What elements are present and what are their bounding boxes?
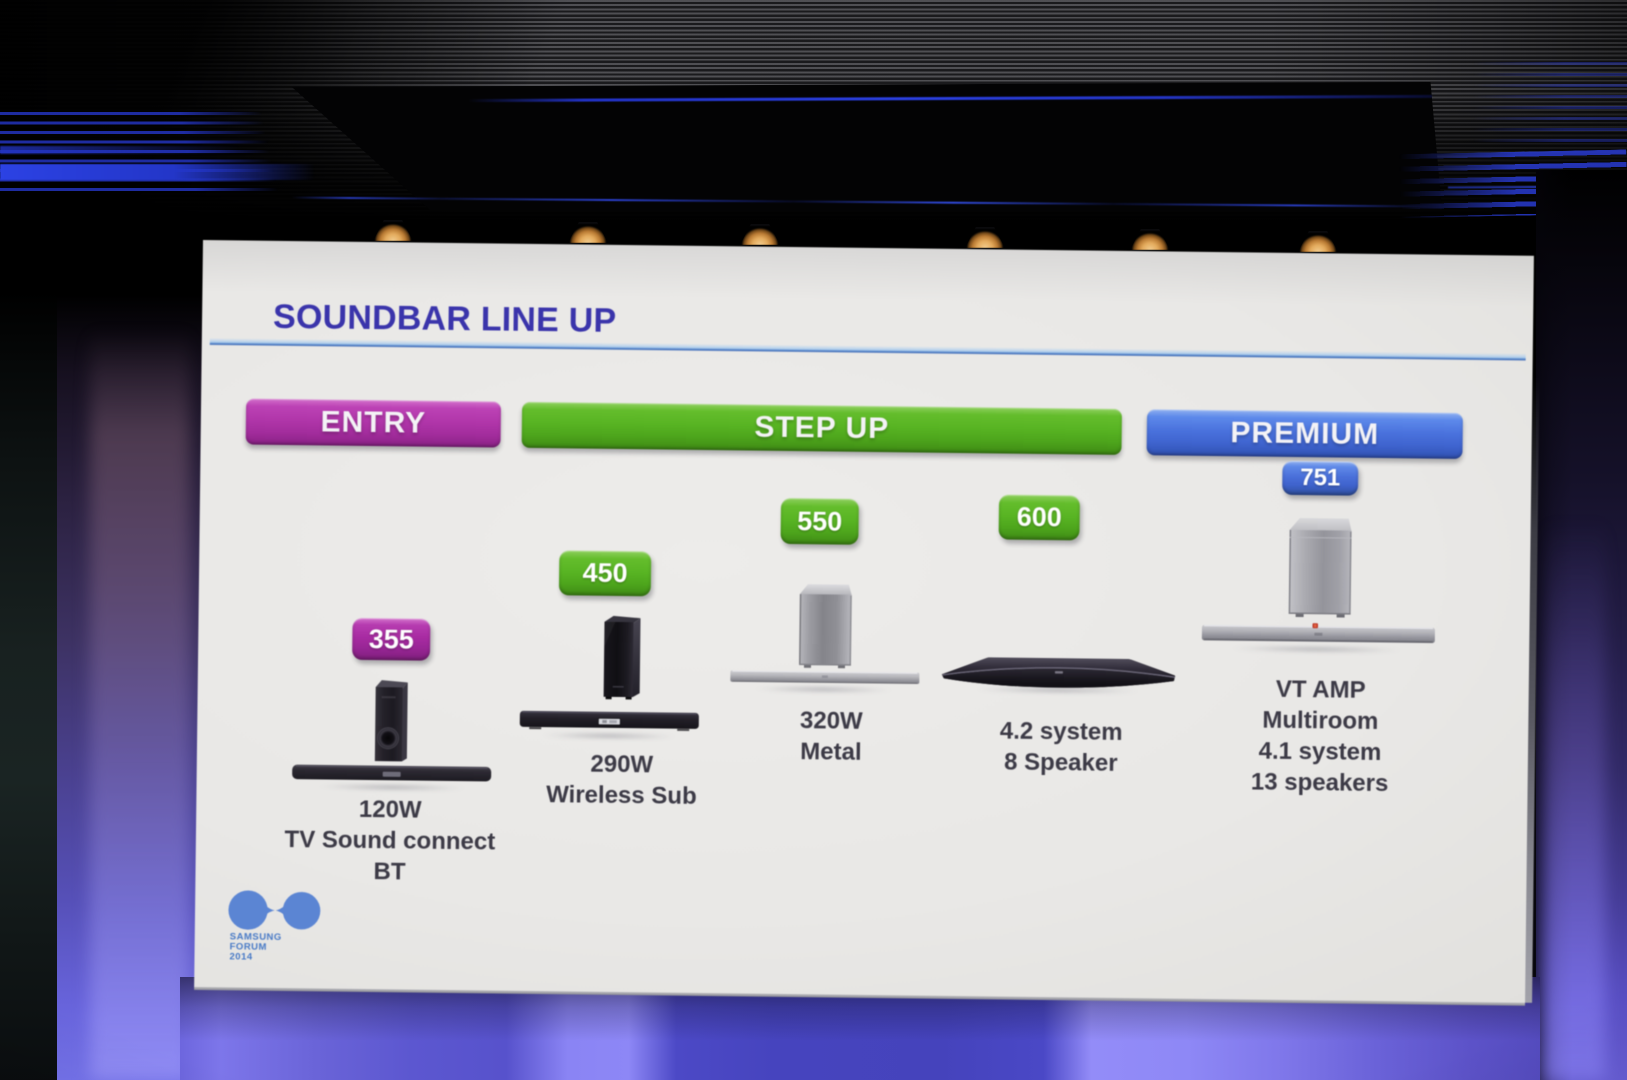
product-355-line-2: TV Sound connect [284, 826, 496, 856]
samsung-forum-logo-text: SAMSUNG FORUM 2014 [229, 931, 281, 964]
left-dark-column [0, 290, 57, 1080]
model-badge-550: 550 [780, 497, 859, 545]
model-number-751: 751 [1300, 464, 1341, 492]
stage-downlight [1298, 231, 1338, 252]
model-number-600: 600 [1016, 501, 1062, 533]
ceiling-blue-stripe-left-dim [0, 146, 240, 154]
slide-title: SOUNDBAR LINE UP [272, 297, 617, 340]
logo-text-2014: 2014 [229, 951, 253, 964]
model-badge-450: 450 [558, 550, 652, 597]
category-label-premium: PREMIUM [1230, 416, 1380, 451]
category-label-step-up: STEP UP [754, 410, 890, 446]
stage-downlight [740, 224, 780, 245]
left-wall-light-band [90, 330, 190, 1080]
product-751-line-4: 13 speakers [1250, 768, 1389, 798]
stage-downlight [568, 222, 608, 243]
soundbar-355-subwoofer-image [374, 680, 408, 762]
model-number-355: 355 [368, 623, 414, 655]
product-450-line-2: Wireless Sub [546, 781, 697, 810]
product-751-line-2: Multiroom [1262, 706, 1379, 735]
model-badge-600: 600 [998, 494, 1081, 541]
ceiling-soffit-panel [292, 82, 1442, 210]
soundbar-550-subwoofer-image [798, 584, 852, 669]
soundbar-450-subwoofer-image [603, 615, 641, 700]
samsung-forum-logo-icon [228, 890, 321, 930]
product-751-line-1: VT AMP [1275, 675, 1366, 704]
ceiling-blue-stripes-right-upper [1452, 62, 1627, 148]
model-number-550: 550 [797, 505, 843, 537]
category-banner-entry: ENTRY [245, 398, 502, 448]
title-underline-rule [209, 338, 1526, 361]
product-751-line-3: 4.1 system [1258, 737, 1382, 767]
soundbar-550-bar-image [730, 670, 920, 685]
right-wall-light-band [1545, 520, 1605, 1080]
product-751-description: VT AMP Multiroom 4.1 system 13 speakers [1159, 672, 1480, 800]
product-355-line-3: BT [373, 858, 406, 886]
ceiling-blue-stripe-left-bright [0, 164, 315, 180]
model-badge-355: 355 [352, 617, 431, 661]
category-label-entry: ENTRY [320, 405, 427, 440]
stage-downlight [1130, 229, 1170, 250]
soundbar-600-plate-image [941, 657, 1176, 688]
model-badge-751: 751 [1282, 460, 1359, 496]
stage-downlight [373, 220, 413, 241]
stage-downlight [965, 227, 1005, 248]
category-banner-step-up: STEP UP [521, 401, 1123, 455]
category-banner-premium: PREMIUM [1146, 409, 1464, 459]
soundbar-751-bar-image [1201, 623, 1435, 644]
soundbar-450-bar-image [519, 710, 699, 731]
soundbar-751-subwoofer-image [1288, 518, 1352, 618]
projection-screen: SOUNDBAR LINE UP ENTRY STEP UP PREMIUM 3… [194, 240, 1540, 1006]
soundbar-355-bar-image [292, 764, 492, 782]
model-number-450: 450 [582, 557, 628, 589]
